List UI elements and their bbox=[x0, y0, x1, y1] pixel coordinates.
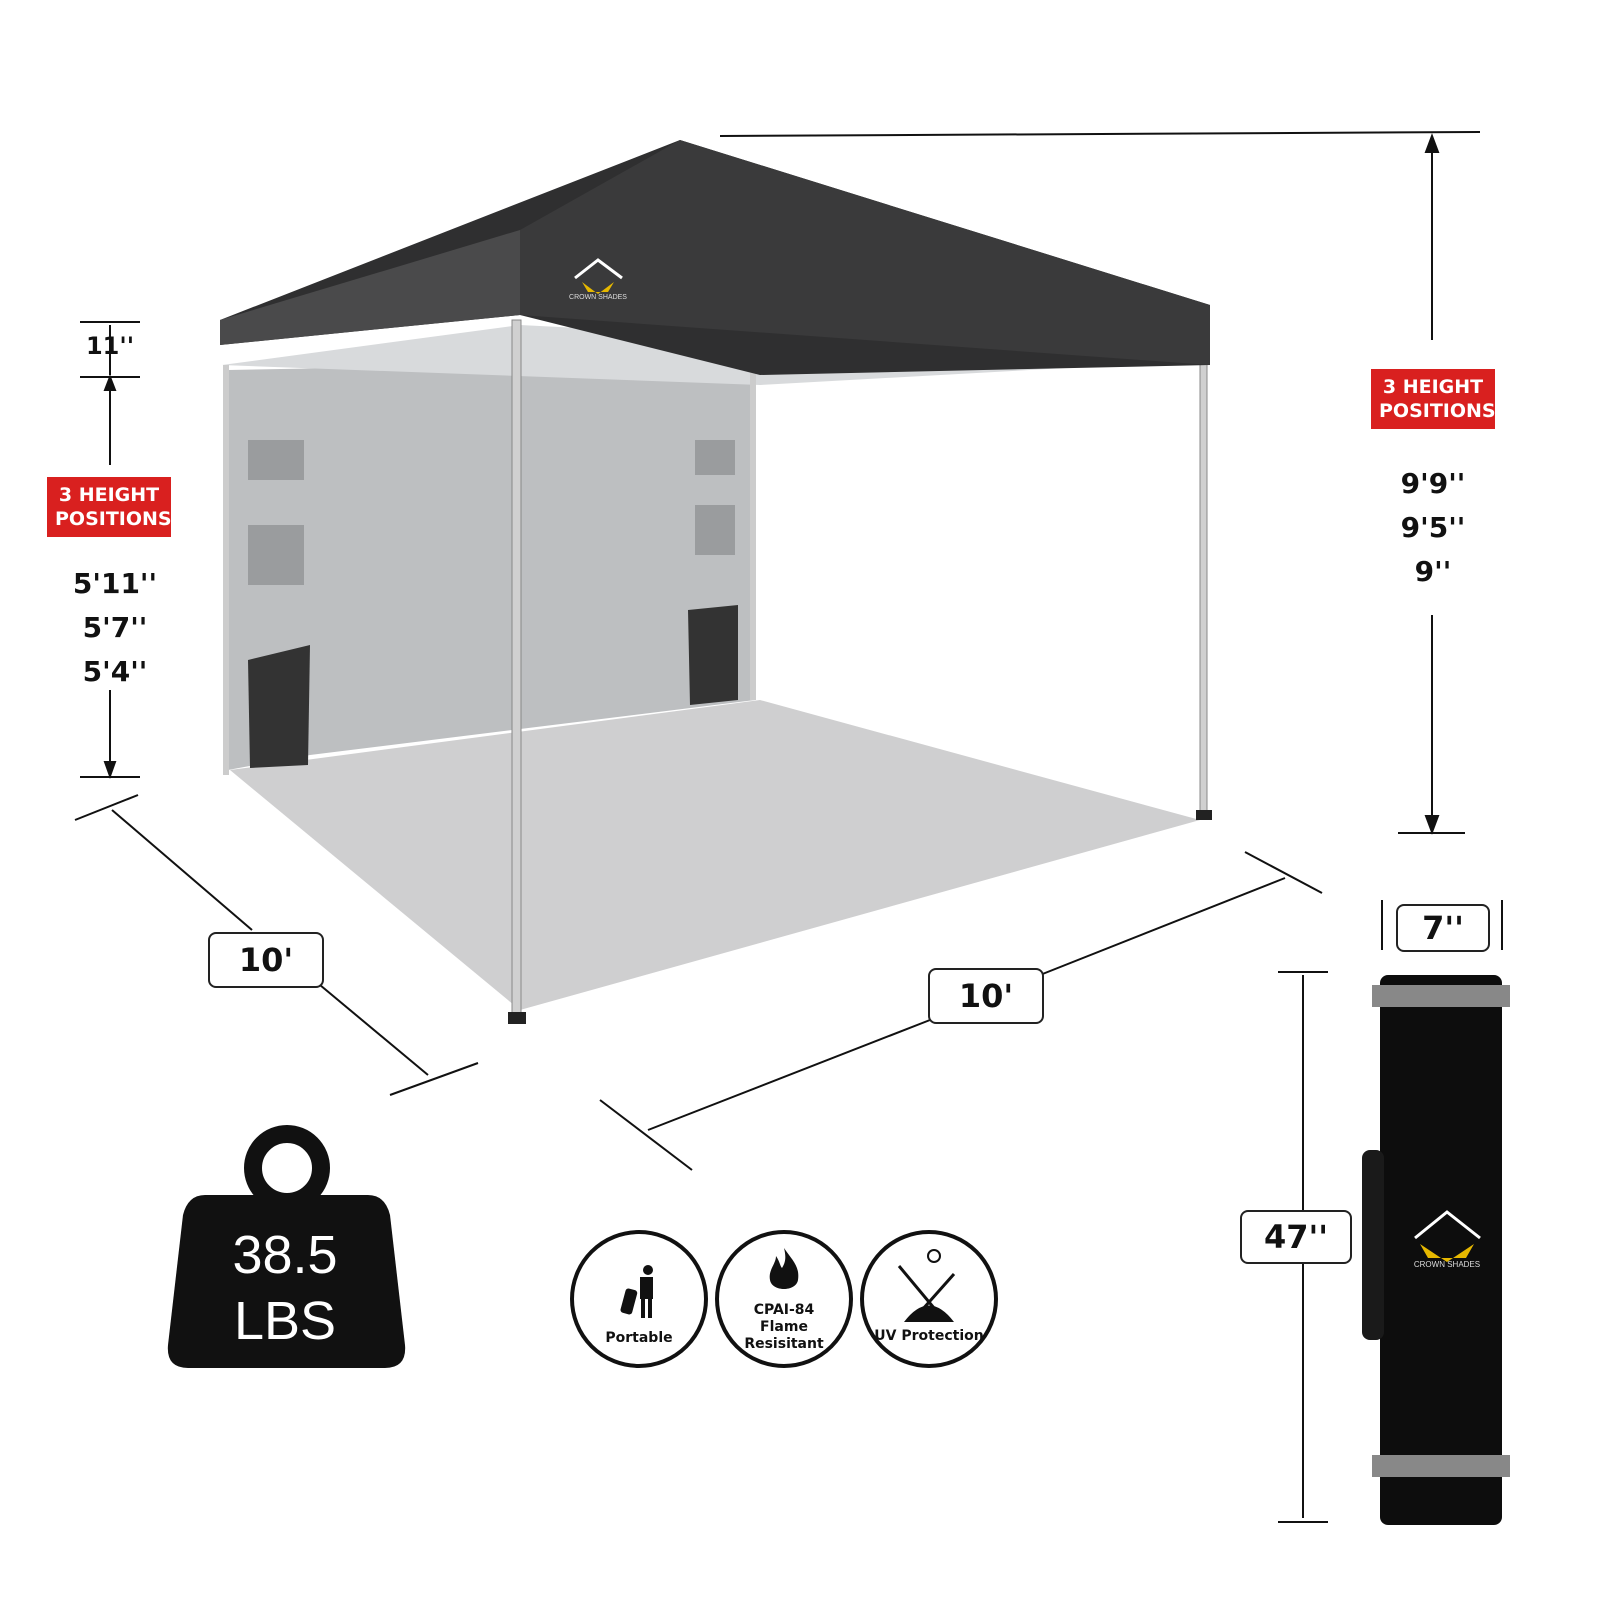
weight-unit: LBS bbox=[233, 1291, 337, 1351]
height-value: 5'4'' bbox=[82, 655, 148, 688]
bag-height-label: 47'' bbox=[1240, 1210, 1352, 1264]
footprint-dimensions bbox=[74, 794, 1323, 1171]
height-value: 9'' bbox=[1414, 555, 1452, 588]
carry-bag bbox=[1362, 975, 1510, 1525]
bag-width-label: 7'' bbox=[1396, 904, 1490, 952]
feature-label: CPAI-84 Flame Resisitant bbox=[744, 1302, 824, 1352]
feature-label: Portable bbox=[605, 1330, 673, 1346]
weight-bag bbox=[248, 645, 310, 768]
weight-text: 38.5 LBS bbox=[185, 1222, 385, 1354]
canopy-brand-text: CROWN SHADES bbox=[569, 294, 627, 301]
feature-label: UV Protection bbox=[874, 1328, 984, 1344]
badge-line: 3 HEIGHT bbox=[1382, 376, 1484, 398]
height-positions-badge-right: 3 HEIGHT POSITIONS bbox=[1371, 369, 1496, 429]
weight-icon bbox=[167, 1125, 406, 1368]
badge-line: 3 HEIGHT bbox=[58, 484, 160, 506]
leg bbox=[511, 319, 522, 1021]
canopy-front-face bbox=[520, 140, 1210, 365]
leg-foot bbox=[1196, 810, 1212, 820]
height-positions-badge-left: 3 HEIGHT POSITIONS bbox=[47, 477, 172, 537]
wall-window bbox=[248, 525, 304, 585]
height-value: 5'7'' bbox=[82, 611, 148, 644]
width-label: 10' bbox=[928, 968, 1044, 1024]
ground-shadow bbox=[230, 700, 1200, 1010]
crown-shades-logo bbox=[574, 258, 623, 294]
leg bbox=[223, 365, 229, 775]
uv-sun-umbrella-icon bbox=[897, 1249, 956, 1322]
flame-icon bbox=[769, 1248, 799, 1289]
side-height-list: 5'11'' 5'7'' 5'4'' bbox=[55, 562, 175, 694]
feature-portable: Portable bbox=[570, 1230, 708, 1368]
leg-foot bbox=[508, 1012, 526, 1024]
bag-brand-text: CROWN SHADES bbox=[1413, 1260, 1481, 1269]
weight-value: 38.5 bbox=[232, 1225, 338, 1285]
badge-line: POSITIONS bbox=[1379, 400, 1496, 422]
feature-uv-protection: UV Protection bbox=[860, 1230, 998, 1368]
person-with-luggage-icon bbox=[620, 1265, 653, 1318]
peak-height-list: 9'9'' 9'5'' 9'' bbox=[1373, 462, 1493, 594]
right-height-dimension bbox=[719, 131, 1481, 835]
peak-height-label: 11'' bbox=[85, 332, 135, 360]
wall-window bbox=[695, 440, 735, 475]
feature-flame-resistant: CPAI-84 Flame Resisitant bbox=[715, 1230, 853, 1368]
weight-bag bbox=[688, 605, 738, 705]
leg bbox=[1199, 359, 1208, 816]
depth-label: 10' bbox=[208, 932, 324, 988]
badge-line: POSITIONS bbox=[55, 508, 172, 530]
wall-window bbox=[248, 440, 304, 480]
wall-window bbox=[695, 505, 735, 555]
left-height-dimension bbox=[80, 321, 140, 779]
leg bbox=[750, 370, 756, 700]
canopy-side-face bbox=[220, 230, 520, 345]
height-value: 9'5'' bbox=[1400, 511, 1466, 544]
height-value: 9'9'' bbox=[1400, 467, 1466, 500]
bag-dimensions bbox=[1278, 900, 1503, 1523]
side-wall bbox=[228, 360, 755, 770]
height-value: 5'11'' bbox=[72, 567, 158, 600]
